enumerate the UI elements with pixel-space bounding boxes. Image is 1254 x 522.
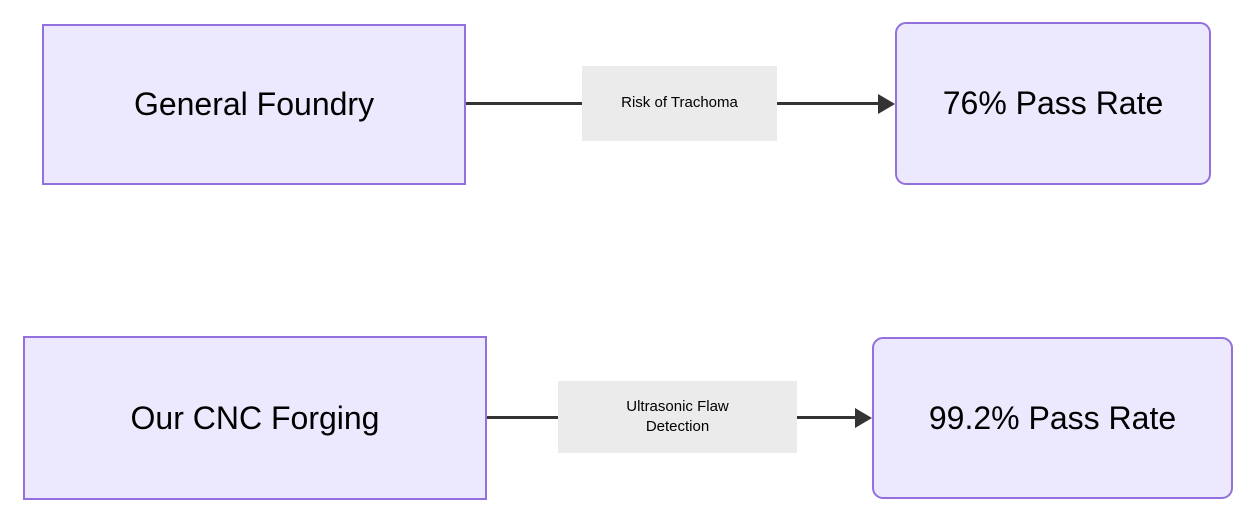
node-pass-rate-99[interactable]: 99.2% Pass Rate bbox=[872, 337, 1233, 499]
edge-label-risk-of-trachoma: Risk of Trachoma bbox=[582, 66, 777, 141]
node-our-cnc-forging-label: Our CNC Forging bbox=[130, 399, 380, 436]
node-pass-rate-99-label: 99.2% Pass Rate bbox=[928, 399, 1177, 436]
arrow-right-icon bbox=[855, 407, 872, 428]
edge-label-ultrasonic-flaw-detection: Ultrasonic Flaw Detection bbox=[558, 381, 797, 453]
arrow-right-icon bbox=[878, 93, 895, 114]
node-our-cnc-forging[interactable]: Our CNC Forging bbox=[23, 336, 487, 500]
edge-label-risk-of-trachoma-text: Risk of Trachoma bbox=[621, 94, 738, 112]
node-general-foundry[interactable]: General Foundry bbox=[42, 24, 466, 185]
node-general-foundry-label: General Foundry bbox=[133, 86, 375, 123]
edge-label-ultrasonic-flaw-detection-text: Ultrasonic Flaw Detection bbox=[626, 397, 729, 435]
node-pass-rate-76-label: 76% Pass Rate bbox=[942, 85, 1164, 122]
node-pass-rate-76[interactable]: 76% Pass Rate bbox=[895, 22, 1211, 185]
